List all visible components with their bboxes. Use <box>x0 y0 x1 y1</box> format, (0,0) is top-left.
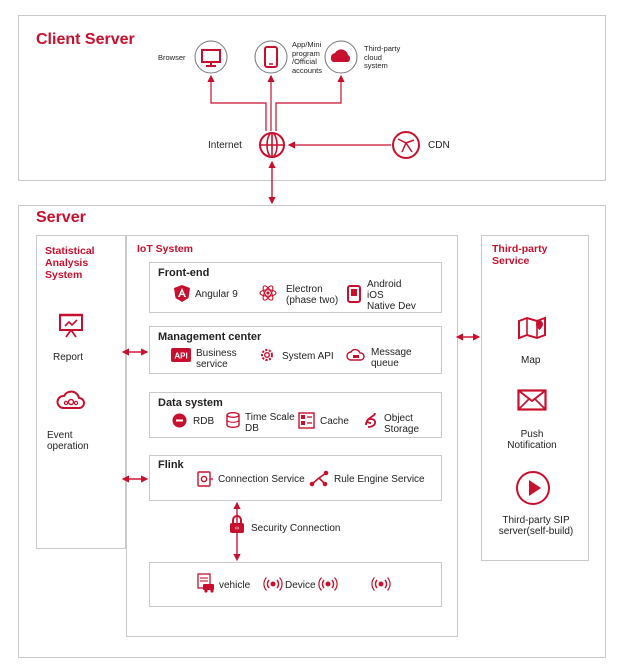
rule-engine-icon <box>309 470 329 487</box>
cache-icon <box>298 412 315 429</box>
iot-system-title: IoT System <box>137 243 194 255</box>
angular-label: Angular 9 <box>195 289 238 300</box>
connection-service-label: Connection Service <box>218 474 305 485</box>
rule-engine-label: Rule Engine Service <box>334 474 425 485</box>
object-storage-icon <box>365 412 377 428</box>
frontend-title: Front-end <box>158 267 210 279</box>
rdb-label: RDB <box>193 416 215 427</box>
cdn-label: CDN <box>428 140 450 151</box>
timescale-db-icon <box>226 412 240 428</box>
flink-title: Flink <box>158 459 184 471</box>
cloud-settings-icon <box>56 390 85 409</box>
mail-icon <box>517 389 547 411</box>
server-title: Server <box>36 209 86 226</box>
frontend-box <box>149 262 442 313</box>
management-center-box <box>149 326 442 374</box>
cache-label: Cache <box>320 416 349 427</box>
client-server-title: Client Server <box>36 31 135 48</box>
lock-icon <box>230 515 244 533</box>
browser-icon <box>194 40 228 74</box>
presentation-chart-icon <box>59 313 83 338</box>
smartphone-icon <box>347 285 361 303</box>
cdn-globe-icon <box>392 131 420 159</box>
vehicle-icon <box>197 573 214 593</box>
internet-label: Internet <box>208 140 242 151</box>
iot-device-icon <box>263 577 283 591</box>
gear-icon <box>261 349 273 361</box>
device-label: Device <box>285 580 316 591</box>
electron-icon <box>259 285 277 301</box>
connection-service-icon <box>197 471 213 487</box>
database-icon <box>172 413 187 428</box>
globe-icon <box>259 132 285 158</box>
map-icon <box>518 316 546 340</box>
iot-device-icon-2 <box>318 577 338 591</box>
management-center-title: Management center <box>158 331 262 343</box>
electron-label: Electron(phase two) <box>286 284 339 306</box>
play-icon <box>516 471 550 505</box>
iot-device-icon-3 <box>371 577 391 591</box>
angular-icon <box>174 285 190 302</box>
security-connection-label: Security Connection <box>251 523 341 534</box>
message-queue-icon <box>346 348 365 361</box>
report-label: Report <box>53 352 84 363</box>
svg-text:API: API <box>174 352 187 361</box>
data-system-title: Data system <box>158 397 223 409</box>
cloud-icon <box>324 40 358 74</box>
data-system-box <box>149 392 442 438</box>
mobile-phone-icon <box>254 40 288 74</box>
api-icon: API <box>171 348 191 362</box>
browser-label: Browser <box>158 53 186 62</box>
system-api-label: System API <box>282 351 334 362</box>
map-label: Map <box>521 355 541 366</box>
vehicle-label: vehicle <box>219 580 251 591</box>
stat-system-box <box>36 235 126 549</box>
